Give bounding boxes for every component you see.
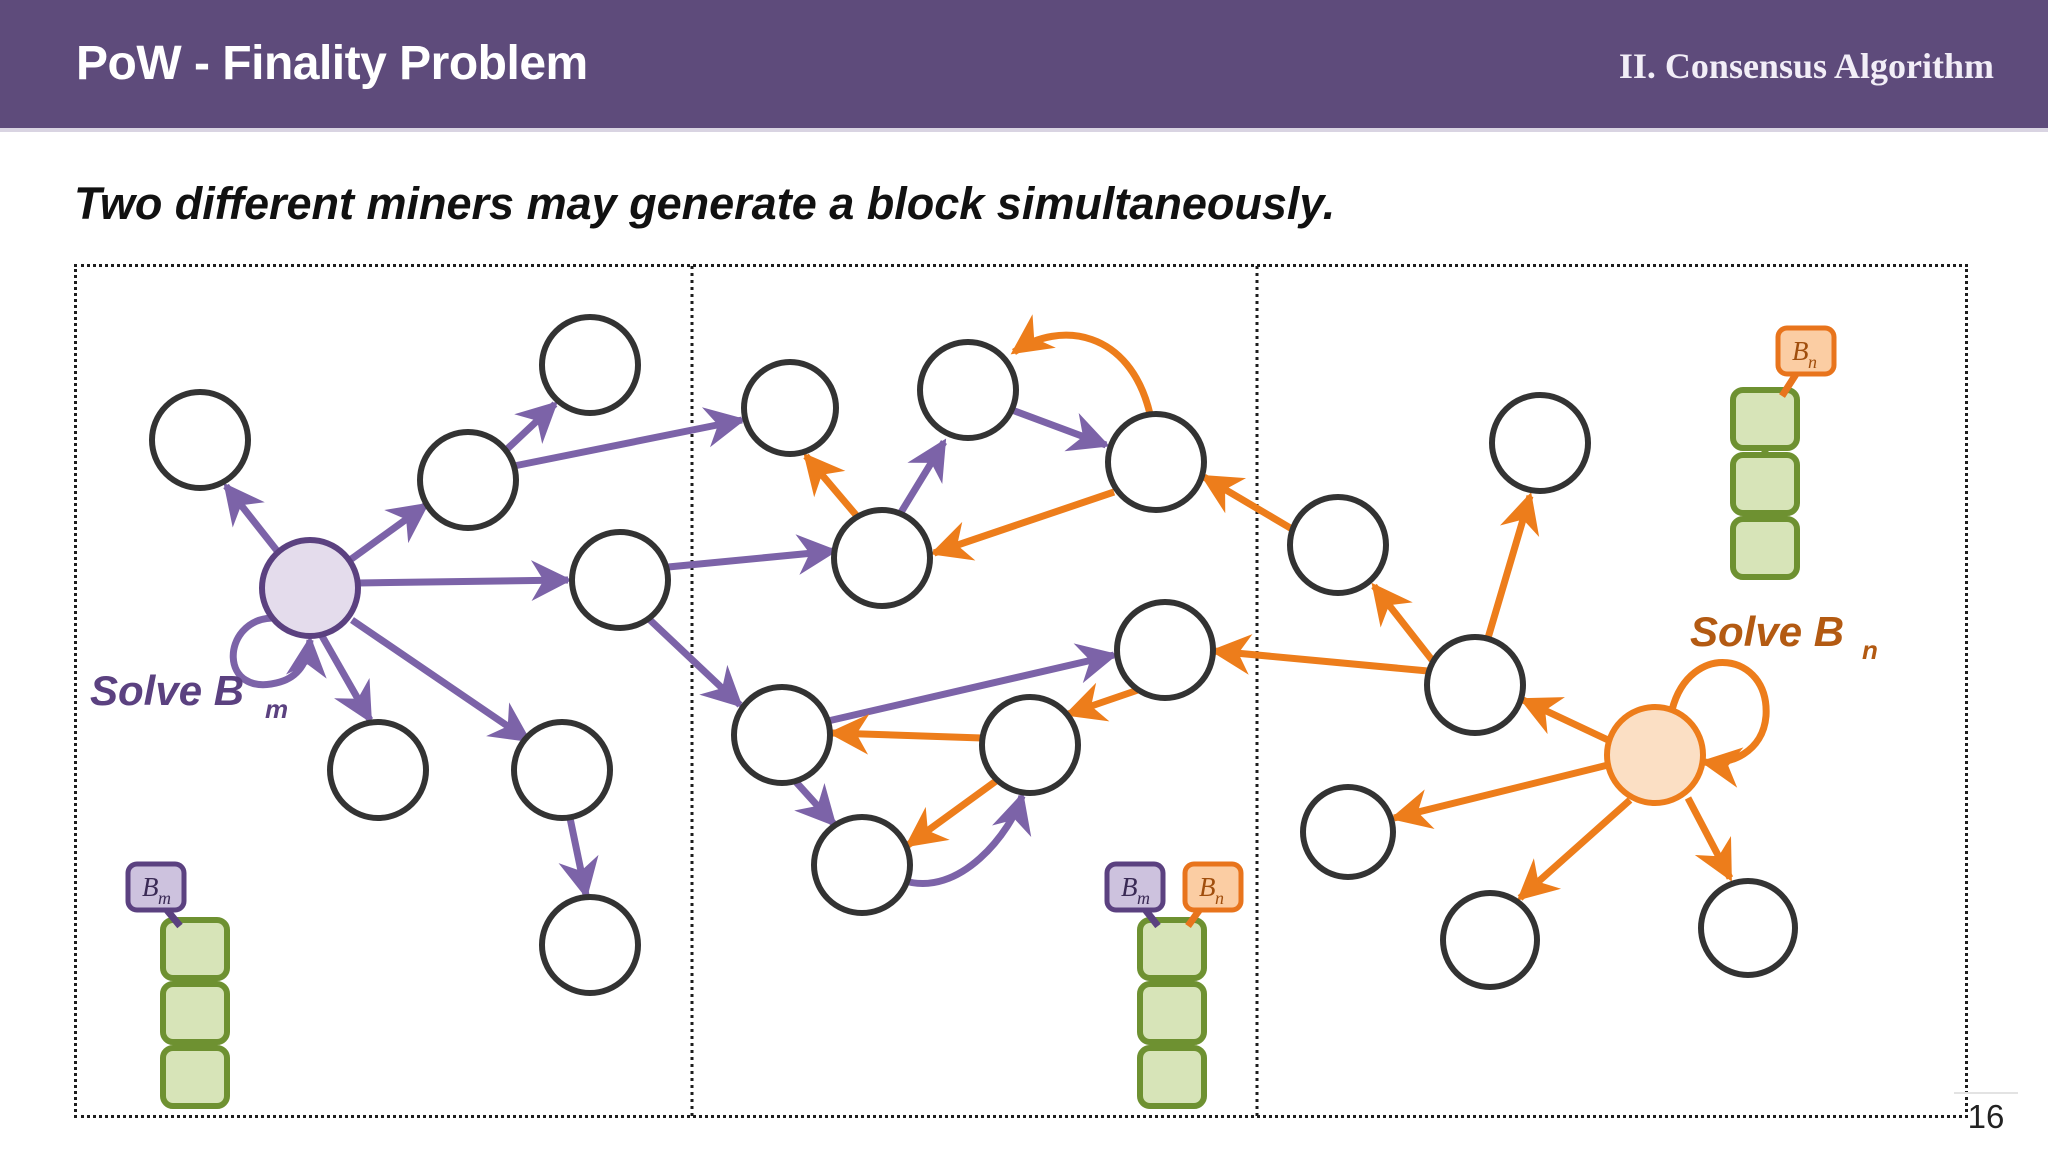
slide-subtitle: Two different miners may generate a bloc… — [74, 178, 1336, 229]
section-label: II. Consensus Algorithm — [1618, 46, 1994, 86]
header-bar — [0, 0, 2048, 128]
diagram-frame — [74, 264, 1968, 1118]
page-number: 16 — [1954, 1092, 2018, 1136]
header-underline — [0, 128, 2048, 132]
page-title: PoW - Finality Problem — [76, 37, 588, 90]
